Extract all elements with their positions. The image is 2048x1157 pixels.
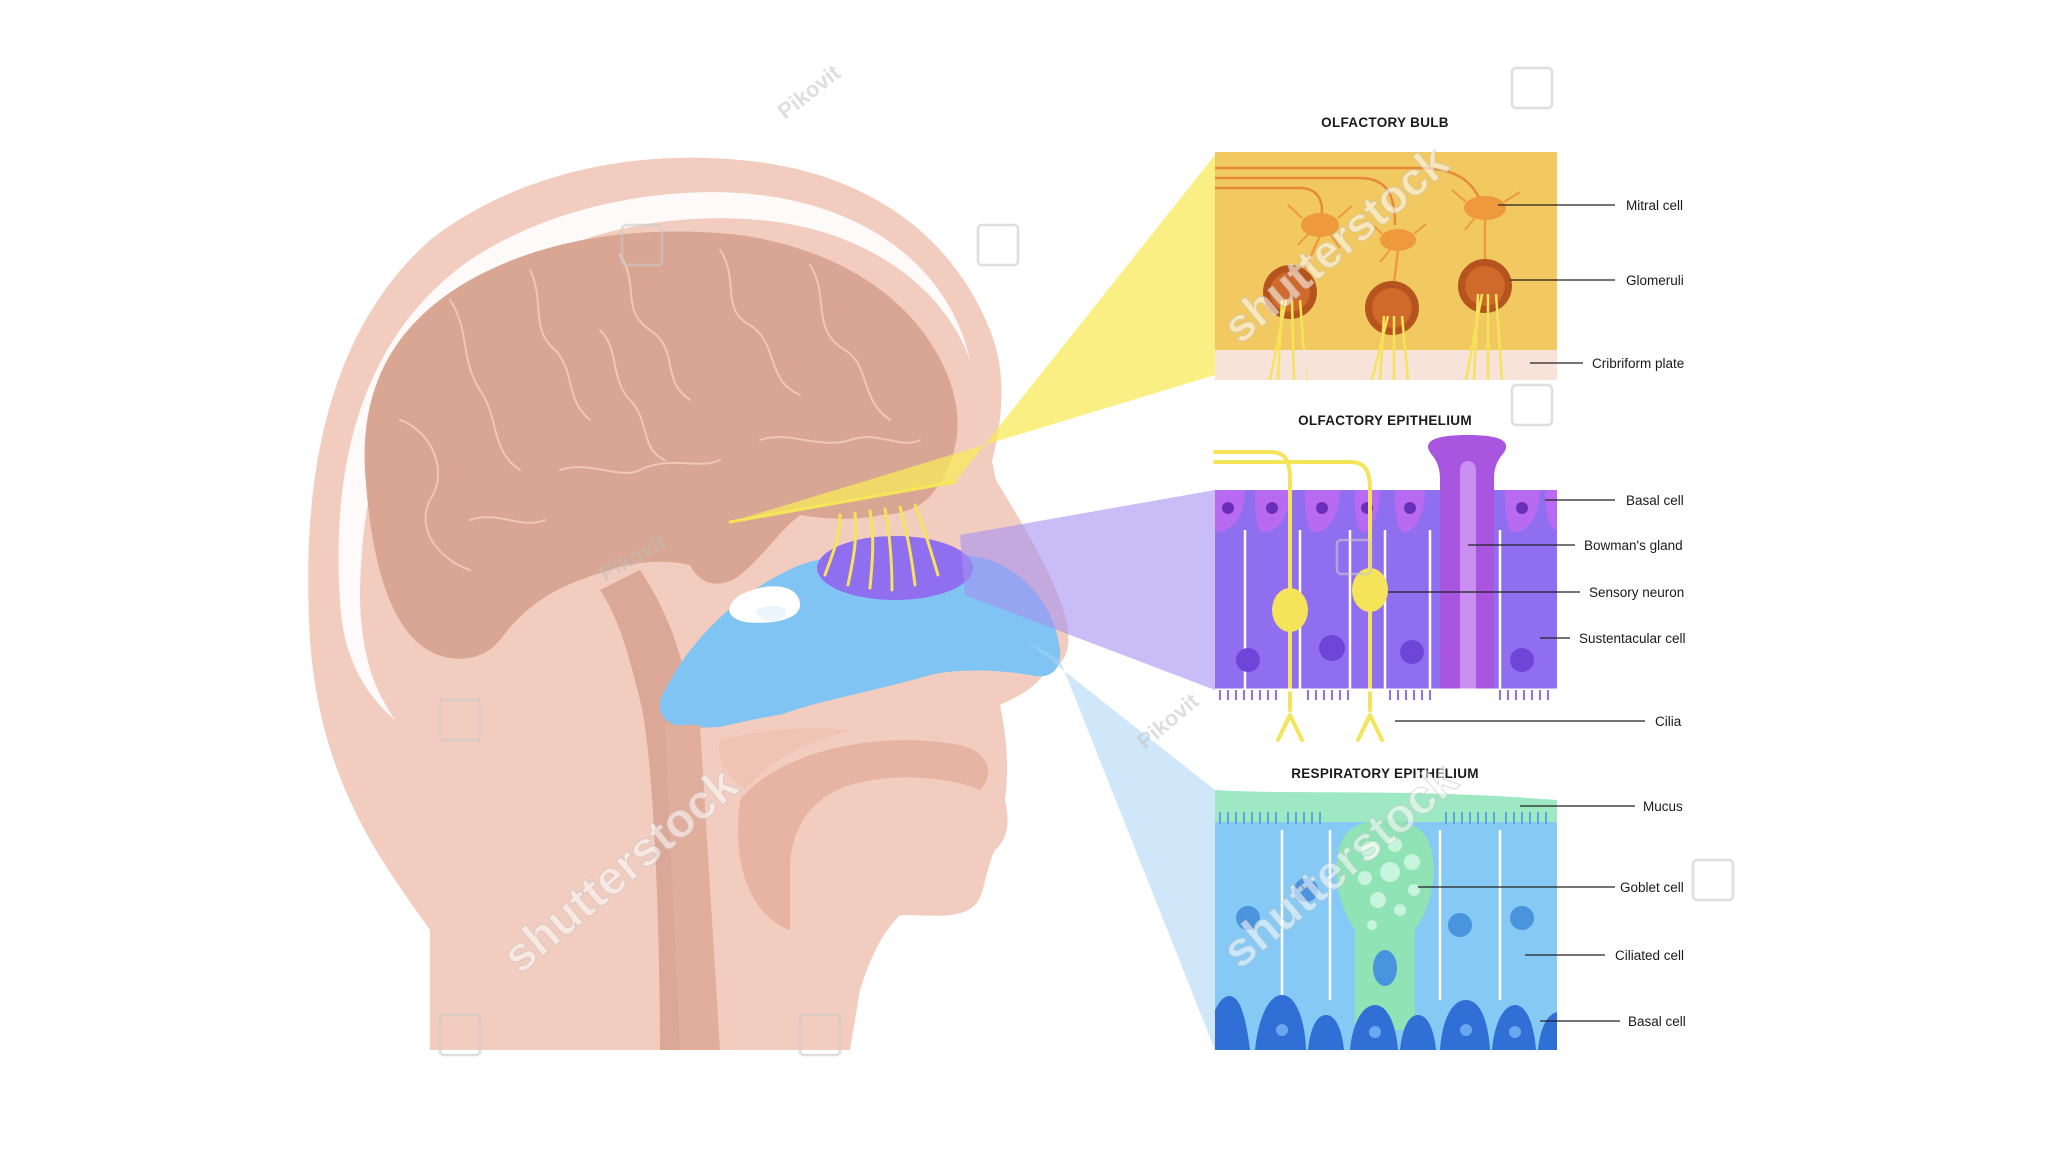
panel-title-olfactory: OLFACTORY EPITHELIUM [1298, 413, 1472, 428]
brain [364, 231, 958, 659]
mitral-cells [1287, 189, 1521, 263]
goblet-cell [1336, 820, 1434, 1030]
label-mucus: Mucus [1643, 799, 1683, 814]
olfactory-region [817, 536, 973, 600]
plate-gaps [1300, 350, 1306, 380]
sustentacular-cells [1243, 530, 1502, 690]
nasal-concha-2 [755, 605, 786, 621]
goblet-nucleus [1373, 950, 1397, 986]
pharynx [665, 725, 720, 1050]
label-glomeruli: Glomeruli [1626, 273, 1684, 288]
zoom-wedge-bulb [730, 155, 1215, 522]
resp-basal-nuclei [1276, 1024, 1521, 1038]
bowmans-gland-duct [1460, 461, 1476, 690]
nasal-bridge [965, 420, 998, 500]
zoom-wedge-olfactory [960, 490, 1215, 690]
label-bowmans-gland: Bowman's gland [1584, 538, 1683, 553]
sensory-neurons [1213, 450, 1384, 742]
watermark-author: Pikovit [773, 59, 846, 124]
sensory-neuron-body [1272, 588, 1308, 632]
label-goblet-cell: Goblet cell [1620, 880, 1684, 895]
glomeruli [1263, 259, 1512, 335]
sensory-neuron-bodies [1272, 568, 1388, 632]
ciliated-cell-nuclei [1236, 878, 1534, 937]
olf-cilia [1215, 688, 1557, 700]
label-sustentacular-cell: Sustentacular cell [1579, 631, 1686, 646]
label-resp-basal-cell: Basal cell [1628, 1014, 1686, 1029]
mitral-cell [1464, 196, 1506, 220]
ciliated-cells [1280, 830, 1502, 1000]
watermark-logo-icons [438, 66, 1735, 1057]
label-sensory-neuron: Sensory neuron [1589, 585, 1684, 600]
label-olf-basal-cell: Basal cell [1626, 493, 1684, 508]
label-cribriform-plate: Cribriform plate [1592, 356, 1684, 371]
tongue [738, 740, 989, 930]
zoom-wedge-respiratory [1025, 640, 1215, 1050]
goblet-granules [1358, 838, 1420, 930]
panel-respiratory-epithelium: RESPIRATORY EPITHELIUM [1215, 766, 1686, 1050]
bulb-olfactory-fibers [1268, 293, 1504, 381]
cribriform-plate [1215, 350, 1557, 380]
panel-title-respiratory: RESPIRATORY EPITHELIUM [1291, 766, 1479, 781]
label-ciliated-cell: Ciliated cell [1615, 948, 1684, 963]
sustentacular-nuclei [1236, 635, 1534, 672]
brain-gyri [399, 249, 921, 571]
panel-title-bulb: OLFACTORY BULB [1321, 115, 1449, 130]
panel-olfactory-epithelium: OLFACTORY EPITHELIUM [1213, 413, 1686, 742]
panel-olfactory-bulb: OLFACTORY BULB [1215, 115, 1684, 381]
mucus-layer [1215, 790, 1557, 822]
sensory-neuron-body [1352, 568, 1388, 612]
watermark-author: Pikovit [1132, 688, 1204, 754]
label-cilia: Cilia [1655, 714, 1682, 729]
head-section [308, 157, 1069, 1050]
resp-cilia [1219, 812, 1547, 824]
label-mitral-cell: Mitral cell [1626, 198, 1683, 213]
oral-cavity [719, 728, 850, 790]
